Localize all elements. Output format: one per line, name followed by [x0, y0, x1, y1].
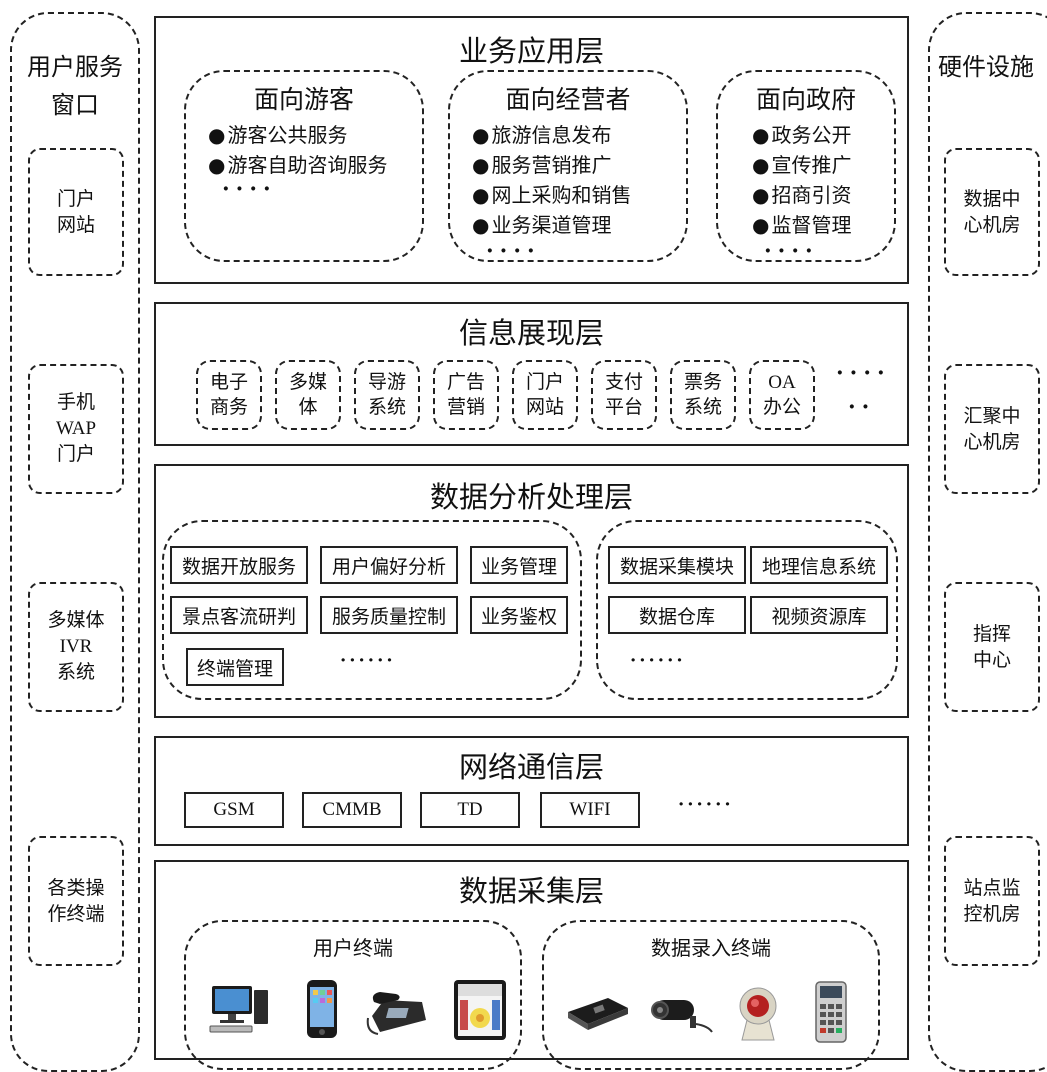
network-communication-layer: 网络通信层 GSM CMMB TD WIFI ······ — [154, 736, 909, 846]
card-reader-icon — [815, 981, 847, 1043]
data-input-terminal-title: 数据录入终端 — [651, 936, 771, 960]
government-group: 面向政府 政务公开 宣传推广 招商引资 监督管理 ···· — [716, 70, 896, 264]
analysis-right-group: 数据采集模块 地理信息系统 数据仓库 视频资源库 ······ — [596, 520, 898, 700]
analysis-left-group: 数据开放服务 用户偏好分析 业务管理 景点客流研判 服务质量控制 业务鉴权 终端… — [162, 520, 582, 700]
network-ellipsis: ······ — [678, 794, 734, 815]
government-ellipsis: ···· — [764, 238, 819, 264]
data-center-room-box: 数据中 心机房 — [944, 148, 1040, 276]
portal-website-box: 门户 网站 — [28, 148, 124, 276]
business-management-box: 业务管理 — [470, 546, 568, 584]
information-presentation-layer: 信息展现层 电子 商务 多媒 体 导游 系统 广告 营销 门户 网站 支付 平台… — [154, 302, 909, 446]
list-item: 业务渠道管理 — [472, 210, 631, 240]
tour-guide-system-box: 导游 系统 — [354, 360, 420, 430]
data-input-terminal-group: 数据录入终端 — [542, 920, 880, 1070]
user-preference-analysis-box: 用户偏好分析 — [320, 546, 458, 584]
operator-ellipsis: ···· — [486, 238, 541, 264]
user-service-window-column: 用户服务窗口 — [10, 12, 140, 1072]
tourist-group: 面向游客 游客公共服务 游客自助咨询服务 ···· — [184, 70, 424, 262]
operating-terminals-box: 各类操 作终端 — [28, 836, 124, 966]
oa-office-box: OA 办公 — [749, 360, 815, 430]
analysis-left-ellipsis: ······ — [340, 650, 396, 671]
multimedia-ivr-box: 多媒体 IVR 系统 — [28, 582, 124, 712]
user-terminal-group: 用户终端 — [184, 920, 522, 1070]
aggregation-center-room-box: 汇聚中 心机房 — [944, 364, 1040, 494]
desk-telephone-icon — [366, 992, 426, 1035]
desktop-computer-icon — [209, 986, 268, 1033]
government-group-title: 面向政府 — [755, 85, 856, 114]
list-item: 网上采购和销售 — [472, 180, 631, 210]
list-item: 游客公共服务 — [208, 120, 387, 150]
data-analysis-layer: 数据分析处理层 数据开放服务 用户偏好分析 业务管理 景点客流研判 服务质量控制… — [154, 464, 909, 718]
list-item: 服务营销推广 — [472, 150, 631, 180]
tablet-icon — [454, 980, 506, 1040]
list-item: 游客自助咨询服务 — [208, 150, 387, 180]
visitor-flow-analysis-box: 景点客流研判 — [170, 596, 308, 634]
user-service-window-title: 用户服务窗口 — [12, 48, 138, 128]
operator-service-list: 旅游信息发布 服务营销推广 网上采购和销售 业务渠道管理 — [472, 120, 631, 240]
tourist-ellipsis: ···· — [222, 176, 277, 202]
tourist-group-title: 面向游客 — [253, 85, 354, 114]
surveillance-camera-icon — [651, 1000, 713, 1033]
cmmb-box: CMMB — [302, 792, 402, 828]
list-item: 政务公开 — [752, 120, 851, 150]
gsm-box: GSM — [184, 792, 284, 828]
data-warehouse-box: 数据仓库 — [608, 596, 746, 634]
business-authentication-box: 业务鉴权 — [470, 596, 568, 634]
network-layer-title: 网络通信层 — [458, 750, 604, 784]
mobile-phone-icon — [307, 980, 337, 1038]
presentation-ellipsis-bottom: ·· — [848, 394, 876, 420]
data-collection-layer: 数据采集层 用户终端 — [154, 860, 909, 1070]
data-open-service-box: 数据开放服务 — [170, 546, 308, 584]
operator-group: 面向经营者 旅游信息发布 服务营销推广 网上采购和销售 业务渠道管理 ···· — [448, 70, 688, 264]
advertising-marketing-box: 广告 营销 — [433, 360, 499, 430]
business-application-layer: 业务应用层 面向游客 游客公共服务 游客自助咨询服务 ···· 面向经营者 旅游… — [154, 16, 909, 284]
multimedia-box: 多媒 体 — [275, 360, 341, 430]
presentation-ellipsis-top: ···· — [836, 360, 891, 386]
list-item: 宣传推广 — [752, 150, 851, 180]
hardware-facilities-title: 硬件设施 — [930, 48, 1047, 88]
analysis-right-ellipsis: ······ — [630, 650, 686, 671]
capture-card-icon — [568, 998, 628, 1030]
barcode-scanner-icon — [739, 987, 777, 1041]
video-resource-library-box: 视频资源库 — [750, 596, 888, 634]
mobile-wap-portal-box: 手机 WAP 门户 — [28, 364, 124, 494]
business-layer-title: 业务应用层 — [458, 34, 604, 68]
geographic-info-system-box: 地理信息系统 — [750, 546, 888, 584]
command-center-box: 指挥 中心 — [944, 582, 1040, 712]
td-box: TD — [420, 792, 520, 828]
operator-group-title: 面向经营者 — [505, 85, 631, 114]
payment-platform-box: 支付 平台 — [591, 360, 657, 430]
tourist-service-list: 游客公共服务 游客自助咨询服务 — [208, 120, 387, 180]
e-commerce-box: 电子 商务 — [196, 360, 262, 430]
portal-website-presentation-box: 门户 网站 — [512, 360, 578, 430]
analysis-layer-title: 数据分析处理层 — [429, 480, 633, 514]
user-terminal-title: 用户终端 — [313, 936, 393, 960]
list-item: 招商引资 — [752, 180, 851, 210]
data-collection-module-box: 数据采集模块 — [608, 546, 746, 584]
presentation-layer-title: 信息展现层 — [458, 316, 604, 350]
government-service-list: 政务公开 宣传推广 招商引资 监督管理 — [752, 120, 851, 240]
site-monitoring-room-box: 站点监 控机房 — [944, 836, 1040, 966]
list-item: 监督管理 — [752, 210, 851, 240]
hardware-facilities-column: 硬件设施 — [928, 12, 1047, 1072]
service-quality-control-box: 服务质量控制 — [320, 596, 458, 634]
terminal-management-box: 终端管理 — [186, 648, 284, 686]
wifi-box: WIFI — [540, 792, 640, 828]
list-item: 旅游信息发布 — [472, 120, 631, 150]
collection-layer-title: 数据采集层 — [458, 874, 604, 908]
ticketing-system-box: 票务 系统 — [670, 360, 736, 430]
